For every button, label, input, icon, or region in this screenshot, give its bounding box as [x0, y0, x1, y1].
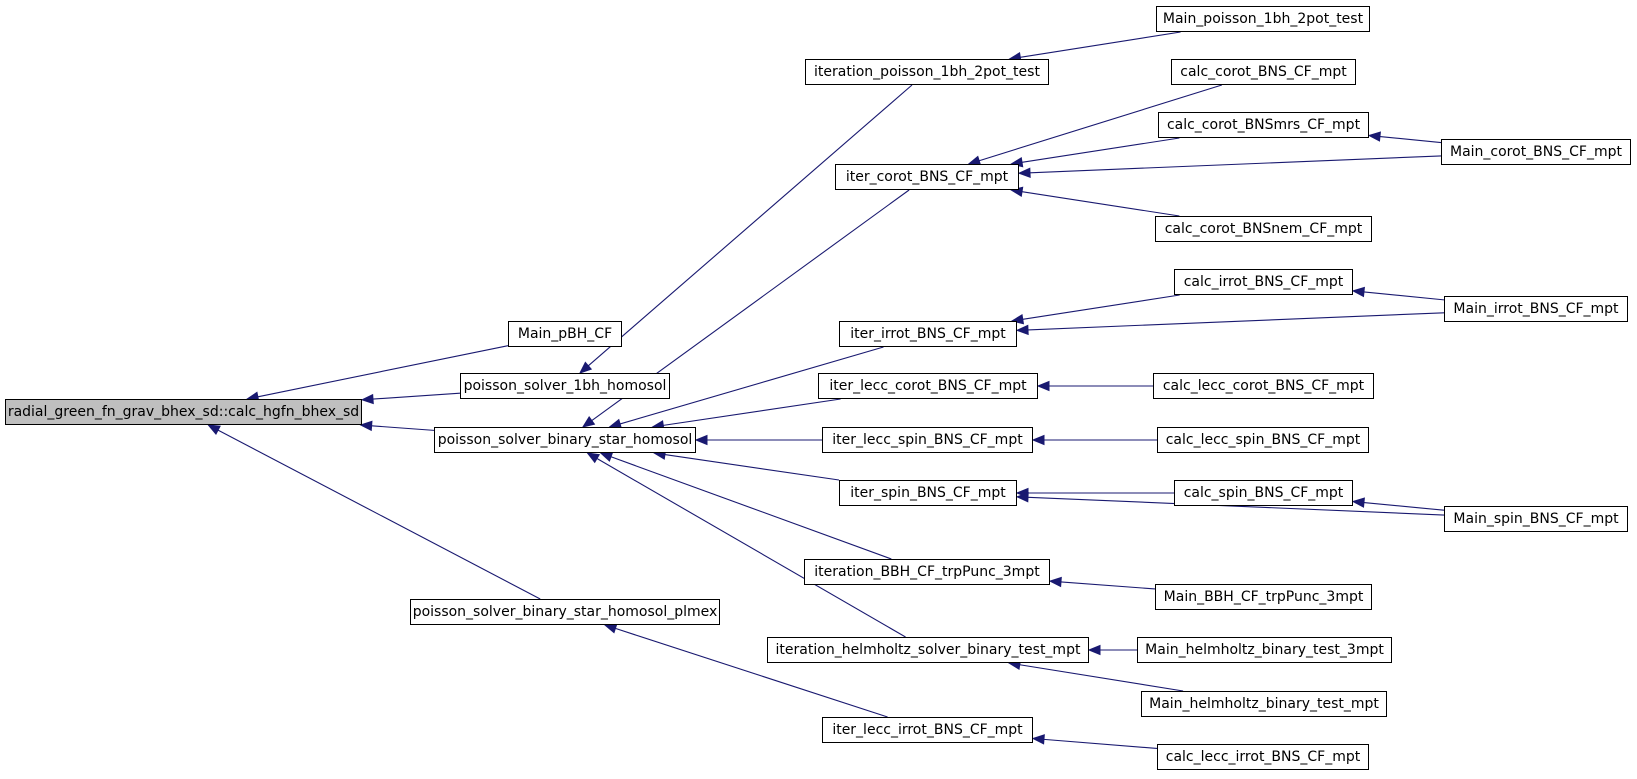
edge-main_corot_bns_cf_mpt-to-calc_corot_bnsmrs_cf_mpt	[1379, 135, 1442, 144]
edge-calc_lecc_irrot_bns_cf_mpt-to-iter_lecc_irrot_bns_cf_mpt	[1043, 738, 1158, 750]
edge-main_helmholtz_binary_test_mpt-to-iteration_helmholtz_solver_binary_test_mpt	[1019, 664, 1184, 692]
arrowhead-iter_irrot_bns_cf_mpt	[1015, 324, 1029, 336]
arrowhead-root	[360, 393, 374, 405]
node-main-helmholtz-binary-test-3mpt[interactable]: Main_helmholtz_binary_test_3mpt	[1137, 637, 1392, 663]
node-calc-corot-bnsnem-cf-mpt[interactable]: calc_corot_BNSnem_CF_mpt	[1155, 216, 1372, 242]
node-main-corot-bns-cf-mpt[interactable]: Main_corot_BNS_CF_mpt	[1441, 139, 1631, 165]
arrowhead-calc_spin_bns_cf_mpt	[1351, 497, 1365, 508]
arrowhead-poisson_solver_binary_star_homosol	[694, 434, 708, 446]
node-iter-lecc-corot-bns-cf-mpt[interactable]: iter_lecc_corot_BNS_CF_mpt	[818, 373, 1038, 399]
arrowhead-iteration_helmholtz_solver_binary_test_mpt	[1087, 644, 1101, 656]
node-iteration-poisson-1bh-2pot-test[interactable]: iteration_poisson_1bh_2pot_test	[805, 59, 1049, 85]
edge-iter_spin_bns_cf_mpt-to-poisson_solver_binary_star_homosol	[664, 454, 840, 481]
arrowhead-iter_corot_bns_cf_mpt	[1017, 167, 1031, 178]
edge-main_spin_bns_cf_mpt-to-iter_spin_bns_cf_mpt	[1027, 496, 1445, 516]
arrowhead-poisson_solver_binary_star_homosol_plmex	[603, 623, 618, 634]
arrowhead-calc_corot_bnsmrs_cf_mpt	[1367, 131, 1381, 142]
edge-iteration_bbh_cf_trppunc_3mpt-to-poisson_solver_binary_star_homosol	[610, 456, 892, 560]
edge-main_irrot_bns_cf_mpt-to-calc_irrot_bns_cf_mpt	[1363, 291, 1445, 301]
node-iteration-bbh-cf-trppunc-3mpt[interactable]: iteration_BBH_CF_trpPunc_3mpt	[804, 559, 1050, 585]
node-calc-spin-bns-cf-mpt[interactable]: calc_spin_BNS_CF_mpt	[1174, 480, 1353, 506]
node-main-poisson-1bh-2pot-test[interactable]: Main_poisson_1bh_2pot_test	[1156, 6, 1370, 32]
node-calc-lecc-spin-bns-cf-mpt[interactable]: calc_lecc_spin_BNS_CF_mpt	[1157, 427, 1369, 453]
arrowhead-calc_irrot_bns_cf_mpt	[1351, 286, 1365, 298]
node-calc-corot-bnsmrs-cf-mpt[interactable]: calc_corot_BNSmrs_CF_mpt	[1158, 112, 1369, 138]
node-iter-lecc-spin-bns-cf-mpt[interactable]: iter_lecc_spin_BNS_CF_mpt	[822, 427, 1033, 453]
arrowhead-iter_lecc_corot_bns_cf_mpt	[1036, 380, 1050, 392]
arrowhead-iter_lecc_spin_bns_cf_mpt	[1031, 434, 1045, 446]
edge-calc_corot_bnsmrs_cf_mpt-to-iter_corot_bns_cf_mpt	[1021, 137, 1180, 163]
node-iter-lecc-irrot-bns-cf-mpt[interactable]: iter_lecc_irrot_BNS_CF_mpt	[822, 717, 1033, 743]
arrowhead-root	[359, 420, 373, 432]
arrowhead-poisson_solver_1bh_homosol	[578, 361, 593, 374]
edge-iter_lecc_irrot_bns_cf_mpt-to-poisson_solver_binary_star_homosol_plmex	[615, 627, 888, 718]
arrowhead-poisson_solver_binary_star_homosol	[599, 452, 614, 462]
node-poisson-solver-binary-star-homosol[interactable]: poisson_solver_binary_star_homosol	[434, 427, 696, 453]
node-calc-irrot-bns-cf-mpt[interactable]: calc_irrot_BNS_CF_mpt	[1174, 269, 1353, 295]
node-iteration-helmholtz-solver-binary-test-mpt[interactable]: iteration_helmholtz_solver_binary_test_m…	[767, 637, 1089, 663]
edge-iter_lecc_corot_bns_cf_mpt-to-poisson_solver_binary_star_homosol	[663, 398, 841, 426]
edge-main_corot_bns_cf_mpt-to-iter_corot_bns_cf_mpt	[1029, 155, 1442, 174]
node-iter-irrot-bns-cf-mpt[interactable]: iter_irrot_BNS_CF_mpt	[839, 321, 1017, 347]
edge-poisson_solver_binary_star_homosol-to-root	[371, 425, 435, 431]
node-main-helmholtz-binary-test-mpt[interactable]: Main_helmholtz_binary_test_mpt	[1141, 691, 1387, 717]
arrowhead-iter_spin_bns_cf_mpt	[1015, 492, 1029, 503]
node-main-pbh-cf[interactable]: Main_pBH_CF	[508, 321, 622, 347]
node-calc-corot-bns-cf-mpt[interactable]: calc_corot_BNS_CF_mpt	[1171, 59, 1356, 85]
arrowhead-poisson_solver_binary_star_homosol	[586, 452, 601, 464]
edge-calc_irrot_bns_cf_mpt-to-iter_irrot_bns_cf_mpt	[1022, 294, 1180, 320]
node-main-bbh-cf-trppunc-3mpt[interactable]: Main_BBH_CF_trpPunc_3mpt	[1155, 584, 1372, 610]
edge-poisson_solver_binary_star_homosol_plmex-to-root	[217, 429, 541, 600]
node-main-spin-bns-cf-mpt[interactable]: Main_spin_BNS_CF_mpt	[1444, 506, 1628, 532]
arrowhead-iter_lecc_irrot_bns_cf_mpt	[1031, 734, 1045, 745]
node-poisson-solver-binary-star-homosol-plmex[interactable]: poisson_solver_binary_star_homosol_plmex	[410, 599, 720, 625]
edge-iter_irrot_bns_cf_mpt-to-poisson_solver_binary_star_homosol	[619, 346, 884, 425]
edge-main_spin_bns_cf_mpt-to-calc_spin_bns_cf_mpt	[1363, 502, 1445, 511]
edge-iteration_helmholtz_solver_binary_test_mpt-to-poisson_solver_binary_star_homosol	[596, 458, 906, 638]
edge-calc_corot_bnsnem_cf_mpt-to-iter_corot_bns_cf_mpt	[1021, 191, 1180, 217]
edge-main_irrot_bns_cf_mpt-to-iter_irrot_bns_cf_mpt	[1027, 312, 1445, 331]
node-main-irrot-bns-cf-mpt[interactable]: Main_irrot_BNS_CF_mpt	[1444, 296, 1628, 322]
node-root: radial_green_fn_grav_bhex_sd::calc_hgfn_…	[5, 399, 362, 425]
node-iter-corot-bns-cf-mpt[interactable]: iter_corot_BNS_CF_mpt	[835, 164, 1019, 190]
node-iter-spin-bns-cf-mpt[interactable]: iter_spin_BNS_CF_mpt	[839, 480, 1017, 506]
arrowhead-root	[207, 424, 221, 435]
arrowhead-poisson_solver_binary_star_homosol	[581, 415, 596, 428]
edge-poisson_solver_1bh_homosol-to-root	[372, 392, 461, 400]
edge-main_bbh_cf_trppunc_3mpt-to-iteration_bbh_cf_trppunc_3mpt	[1060, 581, 1156, 590]
edge-main_pbh_cf-to-root	[257, 345, 509, 398]
node-calc-lecc-corot-bns-cf-mpt[interactable]: calc_lecc_corot_BNS_CF_mpt	[1153, 373, 1374, 399]
edge-calc_corot_bns_cf_mpt-to-iter_corot_bns_cf_mpt	[978, 84, 1223, 162]
edge-main_poisson_1bh_2pot_test-to-iteration_poisson_1bh_2pot_test	[1020, 31, 1181, 58]
node-poisson-solver-1bh-homosol[interactable]: poisson_solver_1bh_homosol	[460, 373, 670, 399]
edge-iteration_poisson_1bh_2pot_test-to-poisson_solver_1bh_homosol	[587, 84, 913, 367]
arrowhead-iteration_bbh_cf_trppunc_3mpt	[1048, 576, 1062, 588]
node-calc-lecc-irrot-bns-cf-mpt[interactable]: calc_lecc_irrot_BNS_CF_mpt	[1157, 744, 1369, 770]
